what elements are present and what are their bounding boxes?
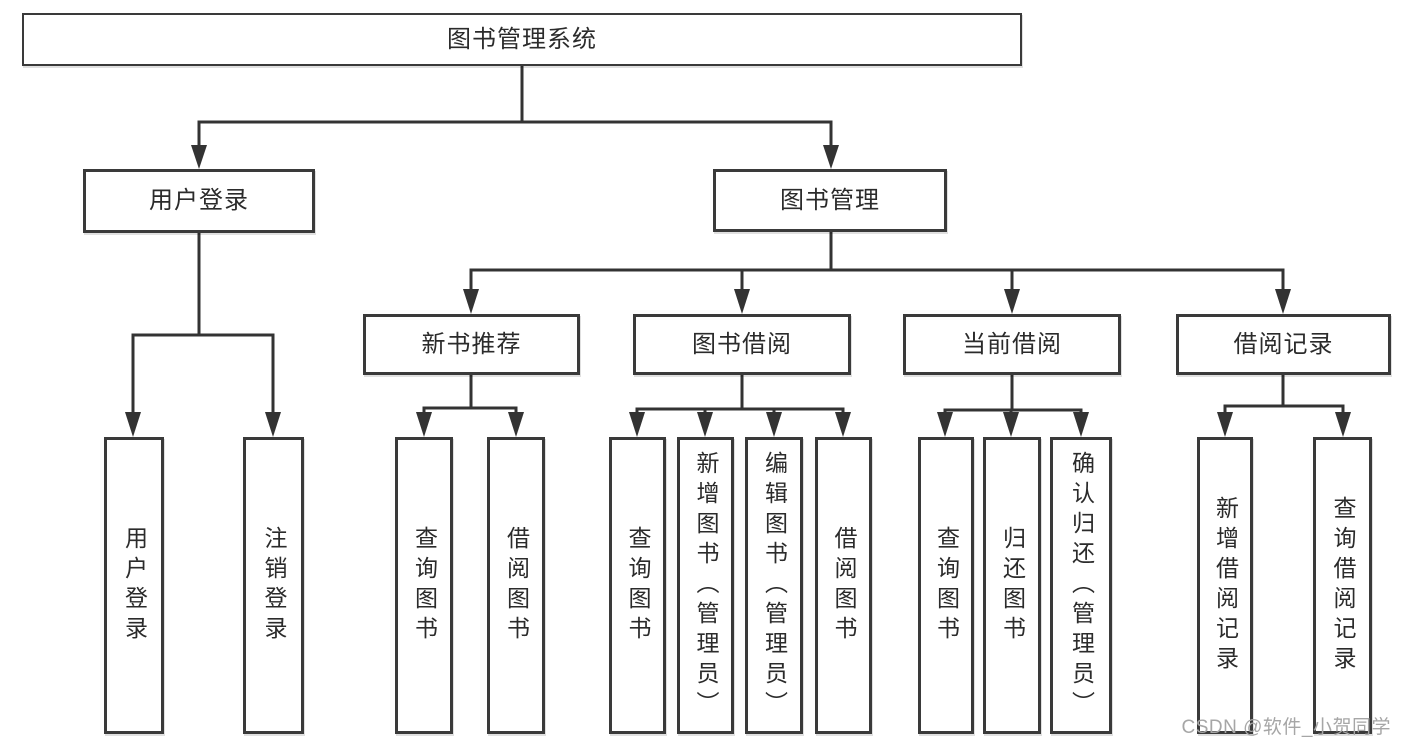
leaf-confirm-return-admin: 确认归还（管理员）	[1050, 437, 1112, 734]
leaf-user-login: 用户登录	[104, 437, 164, 734]
node-borrowing-records-label: 借阅记录	[1233, 330, 1334, 358]
leaf-user-login-label: 用户登录	[121, 525, 148, 646]
node-current-borrowing: 当前借阅	[903, 314, 1121, 375]
leaf-add-borrow-record-label: 新增借阅记录	[1212, 495, 1239, 676]
leaf-add-book-admin: 新增图书（管理员）	[677, 437, 734, 734]
leaf-edit-book-admin-label: 编辑图书（管理员）	[761, 450, 788, 721]
leaf-borrow-books-recommend-label: 借阅图书	[503, 525, 530, 646]
node-new-book-recommend: 新书推荐	[363, 314, 580, 375]
node-user-login: 用户登录	[83, 169, 315, 233]
leaf-edit-book-admin: 编辑图书（管理员）	[745, 437, 803, 734]
leaf-logout-label: 注销登录	[261, 525, 287, 646]
leaf-query-books-borrowing-label: 查询图书	[625, 525, 651, 646]
leaf-query-books-recommend: 查询图书	[395, 437, 453, 734]
node-book-management: 图书管理	[713, 169, 947, 232]
leaf-add-book-admin-label: 新增图书（管理员）	[693, 450, 719, 721]
leaf-borrow-books-borrowing: 借阅图书	[815, 437, 872, 734]
leaf-confirm-return-admin-label: 确认归还（管理员）	[1068, 450, 1095, 721]
leaf-return-book: 归还图书	[983, 437, 1041, 734]
csdn-watermark: CSDN @软件_小贺同学	[1181, 717, 1391, 738]
node-root-system: 图书管理系统	[22, 13, 1022, 66]
leaf-query-books-current: 查询图书	[918, 437, 974, 734]
leaf-add-borrow-record: 新增借阅记录	[1197, 437, 1253, 734]
leaf-borrow-books-borrowing-label: 借阅图书	[831, 525, 857, 646]
leaf-query-books-recommend-label: 查询图书	[411, 525, 438, 646]
node-book-borrowing: 图书借阅	[633, 314, 851, 375]
node-borrowing-records: 借阅记录	[1176, 314, 1391, 375]
leaf-query-borrow-record: 查询借阅记录	[1313, 437, 1372, 734]
leaf-query-books-current-label: 查询图书	[933, 525, 960, 646]
node-user-login-label: 用户登录	[149, 187, 249, 214]
node-new-book-recommend-label: 新书推荐	[421, 330, 522, 358]
leaf-logout: 注销登录	[243, 437, 304, 734]
node-current-borrowing-label: 当前借阅	[962, 330, 1062, 358]
leaf-return-book-label: 归还图书	[999, 525, 1026, 646]
node-root-label: 图书管理系统	[447, 25, 597, 53]
node-book-borrowing-label: 图书借阅	[692, 330, 792, 358]
leaf-query-borrow-record-label: 查询借阅记录	[1330, 495, 1356, 676]
leaf-query-books-borrowing: 查询图书	[609, 437, 666, 734]
leaf-borrow-books-recommend: 借阅图书	[487, 437, 545, 734]
node-book-management-label: 图书管理	[780, 186, 880, 214]
